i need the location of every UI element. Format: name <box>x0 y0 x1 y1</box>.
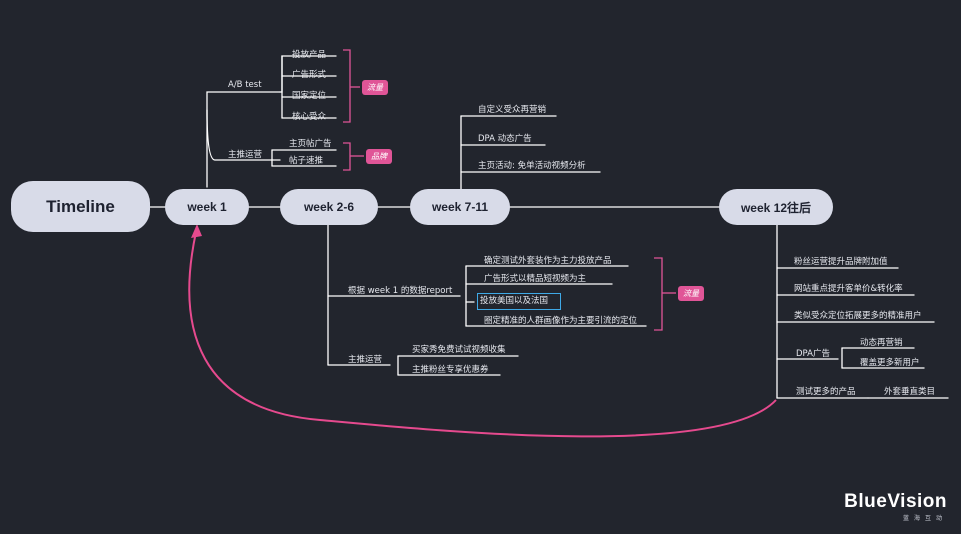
w7-item: 自定义受众再营销 <box>478 105 547 115</box>
tag-traffic: 流量 <box>362 80 388 95</box>
ab-item: 核心受众 <box>292 112 327 122</box>
logo-subtitle: 蓝海互动 <box>902 515 947 522</box>
w12-item: 类似受众定位拓展更多的精准用户 <box>794 311 922 321</box>
report-item: 确定测试外套装作为主力投放产品 <box>484 256 612 266</box>
w12-item: 网站重点提升客单价&转化率 <box>794 284 903 294</box>
branch-main-push-w1: 主推运营 <box>228 150 263 160</box>
w12-item-test: 测试更多的产品 <box>796 387 856 397</box>
phase-node-week-2-6[interactable]: week 2-6 <box>280 189 378 225</box>
main-item: 帖子速推 <box>289 156 324 166</box>
report-item: 广告形式以精品短视频为主 <box>484 274 587 284</box>
ab-item: 投放产品 <box>292 50 327 60</box>
test-item: 外套垂直类目 <box>884 387 936 397</box>
dpa-item: 覆盖更多新用户 <box>860 358 920 368</box>
tag-brand: 品牌 <box>366 149 392 164</box>
w12-item-dpa: DPA广告 <box>796 349 830 359</box>
w7-item: DPA 动态广告 <box>478 134 532 144</box>
w7-item: 主页活动: 免单活动视频分析 <box>478 161 586 171</box>
logo-name: BlueVision <box>844 491 947 512</box>
branch-ab-test: A/B test <box>228 80 262 90</box>
phase-node-week-7-11[interactable]: week 7-11 <box>410 189 510 225</box>
report-item-highlighted[interactable]: 投放美国以及法国 <box>477 293 561 310</box>
root-node-timeline[interactable]: Timeline <box>11 181 150 232</box>
branch-report: 根据 week 1 的数据report <box>348 286 453 296</box>
bluevision-logo: BlueVision 蓝海互动 <box>844 491 947 522</box>
ab-item: 国家定位 <box>292 91 327 101</box>
main-item: 主页帖广告 <box>289 139 332 149</box>
main-item-w2: 买家秀免费试试视频收集 <box>412 345 506 355</box>
phase-node-week-1[interactable]: week 1 <box>165 189 249 225</box>
phase-node-week-12[interactable]: week 12往后 <box>719 189 833 225</box>
report-item: 圈定精准的人群画像作为主要引流的定位 <box>484 316 638 326</box>
ab-item: 广告形式 <box>292 70 327 80</box>
branch-main-push-w2: 主推运营 <box>348 355 383 365</box>
w12-item: 粉丝运营提升品牌附加值 <box>794 257 888 267</box>
main-item-w2: 主推粉丝专享优惠券 <box>412 365 489 375</box>
tag-traffic-2: 流量 <box>678 286 704 301</box>
dpa-item: 动态再营销 <box>860 338 903 348</box>
